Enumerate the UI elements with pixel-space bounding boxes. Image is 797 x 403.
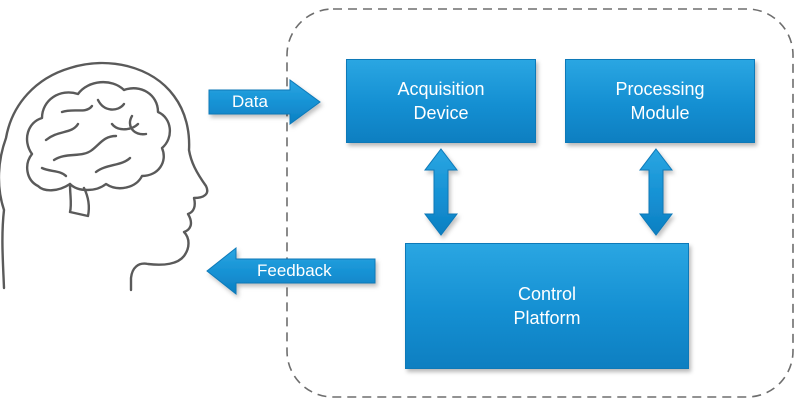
head-icon <box>0 61 209 292</box>
acquisition-control-double-arrow <box>423 148 459 236</box>
acquisition-device-label: Acquisition Device <box>397 79 485 123</box>
control-platform-label: Control Platform <box>513 284 581 328</box>
feedback-arrow-label: Feedback <box>257 261 332 280</box>
processing-module-label: Processing Module <box>615 79 705 123</box>
processing-control-double-arrow <box>638 148 674 236</box>
data-arrow <box>208 79 321 125</box>
data-arrow-label: Data <box>232 92 268 111</box>
system-boundary <box>286 8 794 398</box>
processing-module-box: Processing Module <box>565 59 755 143</box>
acquisition-device-box: Acquisition Device <box>346 59 536 143</box>
control-platform-box: Control Platform <box>405 243 689 369</box>
feedback-arrow <box>206 246 376 296</box>
